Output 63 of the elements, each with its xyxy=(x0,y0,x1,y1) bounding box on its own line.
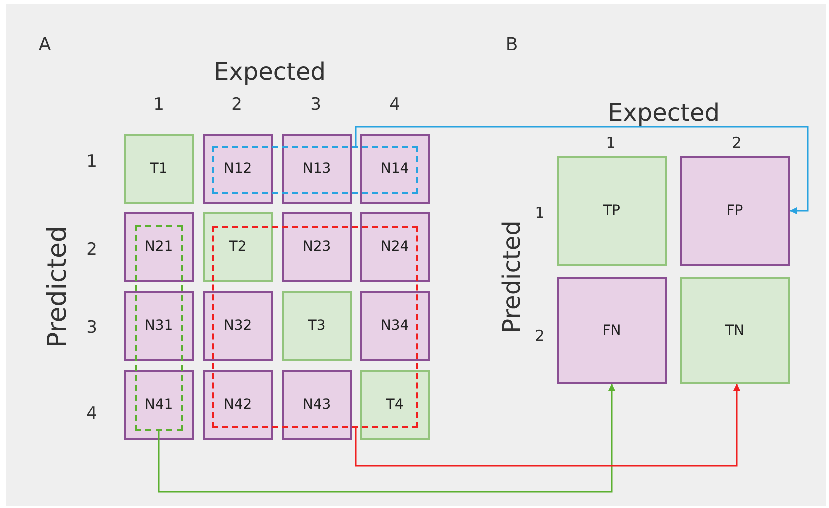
cell-label: TN xyxy=(725,322,745,338)
error-cell xyxy=(124,291,194,361)
error-cell xyxy=(124,212,194,282)
axis-title: Expected xyxy=(608,99,720,127)
row-number: 2 xyxy=(86,240,98,260)
column-number: 2 xyxy=(232,95,242,115)
dashed-selection-box xyxy=(135,225,183,431)
error-cell xyxy=(124,370,194,440)
axis-title: Predicted xyxy=(43,226,73,348)
cell-label: T2 xyxy=(229,239,247,255)
axis-title: Predicted xyxy=(498,220,526,334)
cell-label: N42 xyxy=(224,397,252,413)
cell-label: N34 xyxy=(380,318,410,334)
true-cell xyxy=(203,212,273,282)
dashed-selection-box xyxy=(212,226,418,428)
true-cell xyxy=(124,134,194,204)
error-cell xyxy=(203,370,273,440)
row-number: 4 xyxy=(86,404,98,424)
cell-label: N13 xyxy=(302,161,332,177)
column-number: 3 xyxy=(310,95,322,115)
axis-title: Expected xyxy=(214,58,326,86)
cell-label: N21 xyxy=(144,239,174,255)
error-cell xyxy=(360,134,430,204)
cell-label: N41 xyxy=(144,397,174,413)
cell-label: T3 xyxy=(308,318,326,334)
error-cell xyxy=(680,156,790,266)
cell-label: N24 xyxy=(380,239,410,255)
column-number: 2 xyxy=(732,134,742,152)
arrow xyxy=(355,384,741,467)
dashed-selection-box xyxy=(212,146,418,194)
cell-label: N31 xyxy=(144,318,174,334)
cell-label: N23 xyxy=(302,239,332,255)
true-cell xyxy=(557,156,667,266)
column-number: 4 xyxy=(390,95,400,115)
cell-label: N32 xyxy=(224,318,252,334)
cell-label: T4 xyxy=(386,397,404,413)
true-cell xyxy=(680,277,790,384)
cell-label: T1 xyxy=(150,161,168,177)
cell-label: N12 xyxy=(224,161,252,177)
arrow xyxy=(158,384,616,493)
panel-label: B xyxy=(506,34,518,56)
cell-label: FN xyxy=(602,322,622,338)
cell-label: TP xyxy=(604,203,620,219)
error-cell xyxy=(282,134,352,204)
column-number: 1 xyxy=(606,134,616,152)
panel-label: A xyxy=(38,34,52,56)
error-cell xyxy=(282,212,352,282)
error-cell xyxy=(282,370,352,440)
row-number: 1 xyxy=(86,152,98,172)
arrow xyxy=(355,126,809,215)
error-cell xyxy=(360,212,430,282)
error-cell xyxy=(360,291,430,361)
true-cell xyxy=(360,370,430,440)
cell-label: FP xyxy=(726,203,744,219)
column-number: 1 xyxy=(154,95,164,115)
row-number: 3 xyxy=(86,318,98,338)
error-cell xyxy=(203,134,273,204)
row-number: 2 xyxy=(535,327,545,345)
cell-label: N43 xyxy=(302,397,332,413)
error-cell xyxy=(203,291,273,361)
cell-label: N14 xyxy=(380,161,410,177)
row-number: 1 xyxy=(535,204,545,222)
error-cell xyxy=(557,277,667,384)
